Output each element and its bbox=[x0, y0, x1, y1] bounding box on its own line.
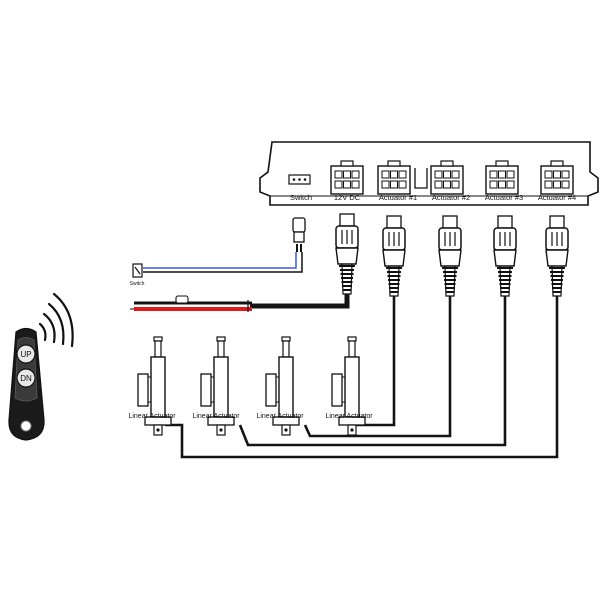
port-clip bbox=[414, 168, 428, 189]
actuator-4-port bbox=[540, 160, 574, 195]
linear-actuator-4: Linear Actuator bbox=[325, 336, 373, 436]
actuator-2-plug bbox=[438, 215, 462, 297]
rocker-switch: Switch bbox=[130, 263, 145, 287]
switch-label: Switch bbox=[130, 281, 145, 287]
actuator-label: Linear Actuator bbox=[192, 413, 240, 420]
port-label-power: 12V DC bbox=[334, 193, 361, 202]
port-label-actuator-2: Actuator #2 bbox=[432, 193, 470, 202]
port-label-actuator-4: Actuator #4 bbox=[538, 193, 576, 202]
remote-up-button[interactable]: UP bbox=[16, 344, 36, 364]
switch-cable bbox=[143, 217, 306, 273]
port-label-switch: Switch bbox=[290, 193, 312, 202]
actuator-2-port bbox=[430, 160, 464, 195]
actuator-3-plug bbox=[493, 215, 517, 297]
linear-actuator-3: Linear Actuator bbox=[256, 336, 304, 436]
power-port bbox=[330, 160, 364, 195]
actuator-label: Linear Actuator bbox=[256, 413, 304, 420]
actuator-cables bbox=[165, 296, 559, 459]
actuator-label: Linear Actuator bbox=[128, 413, 176, 420]
port-label-actuator-1: Actuator #1 bbox=[379, 193, 417, 202]
actuator-4-plug bbox=[545, 215, 569, 297]
actuator-label: Linear Actuator bbox=[325, 413, 373, 420]
port-label-actuator-3: Actuator #3 bbox=[485, 193, 523, 202]
signal-waves-icon bbox=[38, 292, 74, 348]
actuator-1-plug bbox=[382, 215, 406, 297]
linear-actuator-2: Linear Actuator bbox=[192, 336, 240, 436]
remote-up-label: UP bbox=[20, 350, 31, 359]
actuator-1-port bbox=[377, 160, 411, 195]
remote-down-label: DN bbox=[20, 374, 32, 383]
power-cable bbox=[130, 213, 359, 312]
remote-down-button[interactable]: DN bbox=[16, 368, 36, 388]
linear-actuator-1: Linear Actuator bbox=[128, 336, 176, 436]
switch-port bbox=[288, 174, 311, 185]
actuator-3-port bbox=[485, 160, 519, 195]
